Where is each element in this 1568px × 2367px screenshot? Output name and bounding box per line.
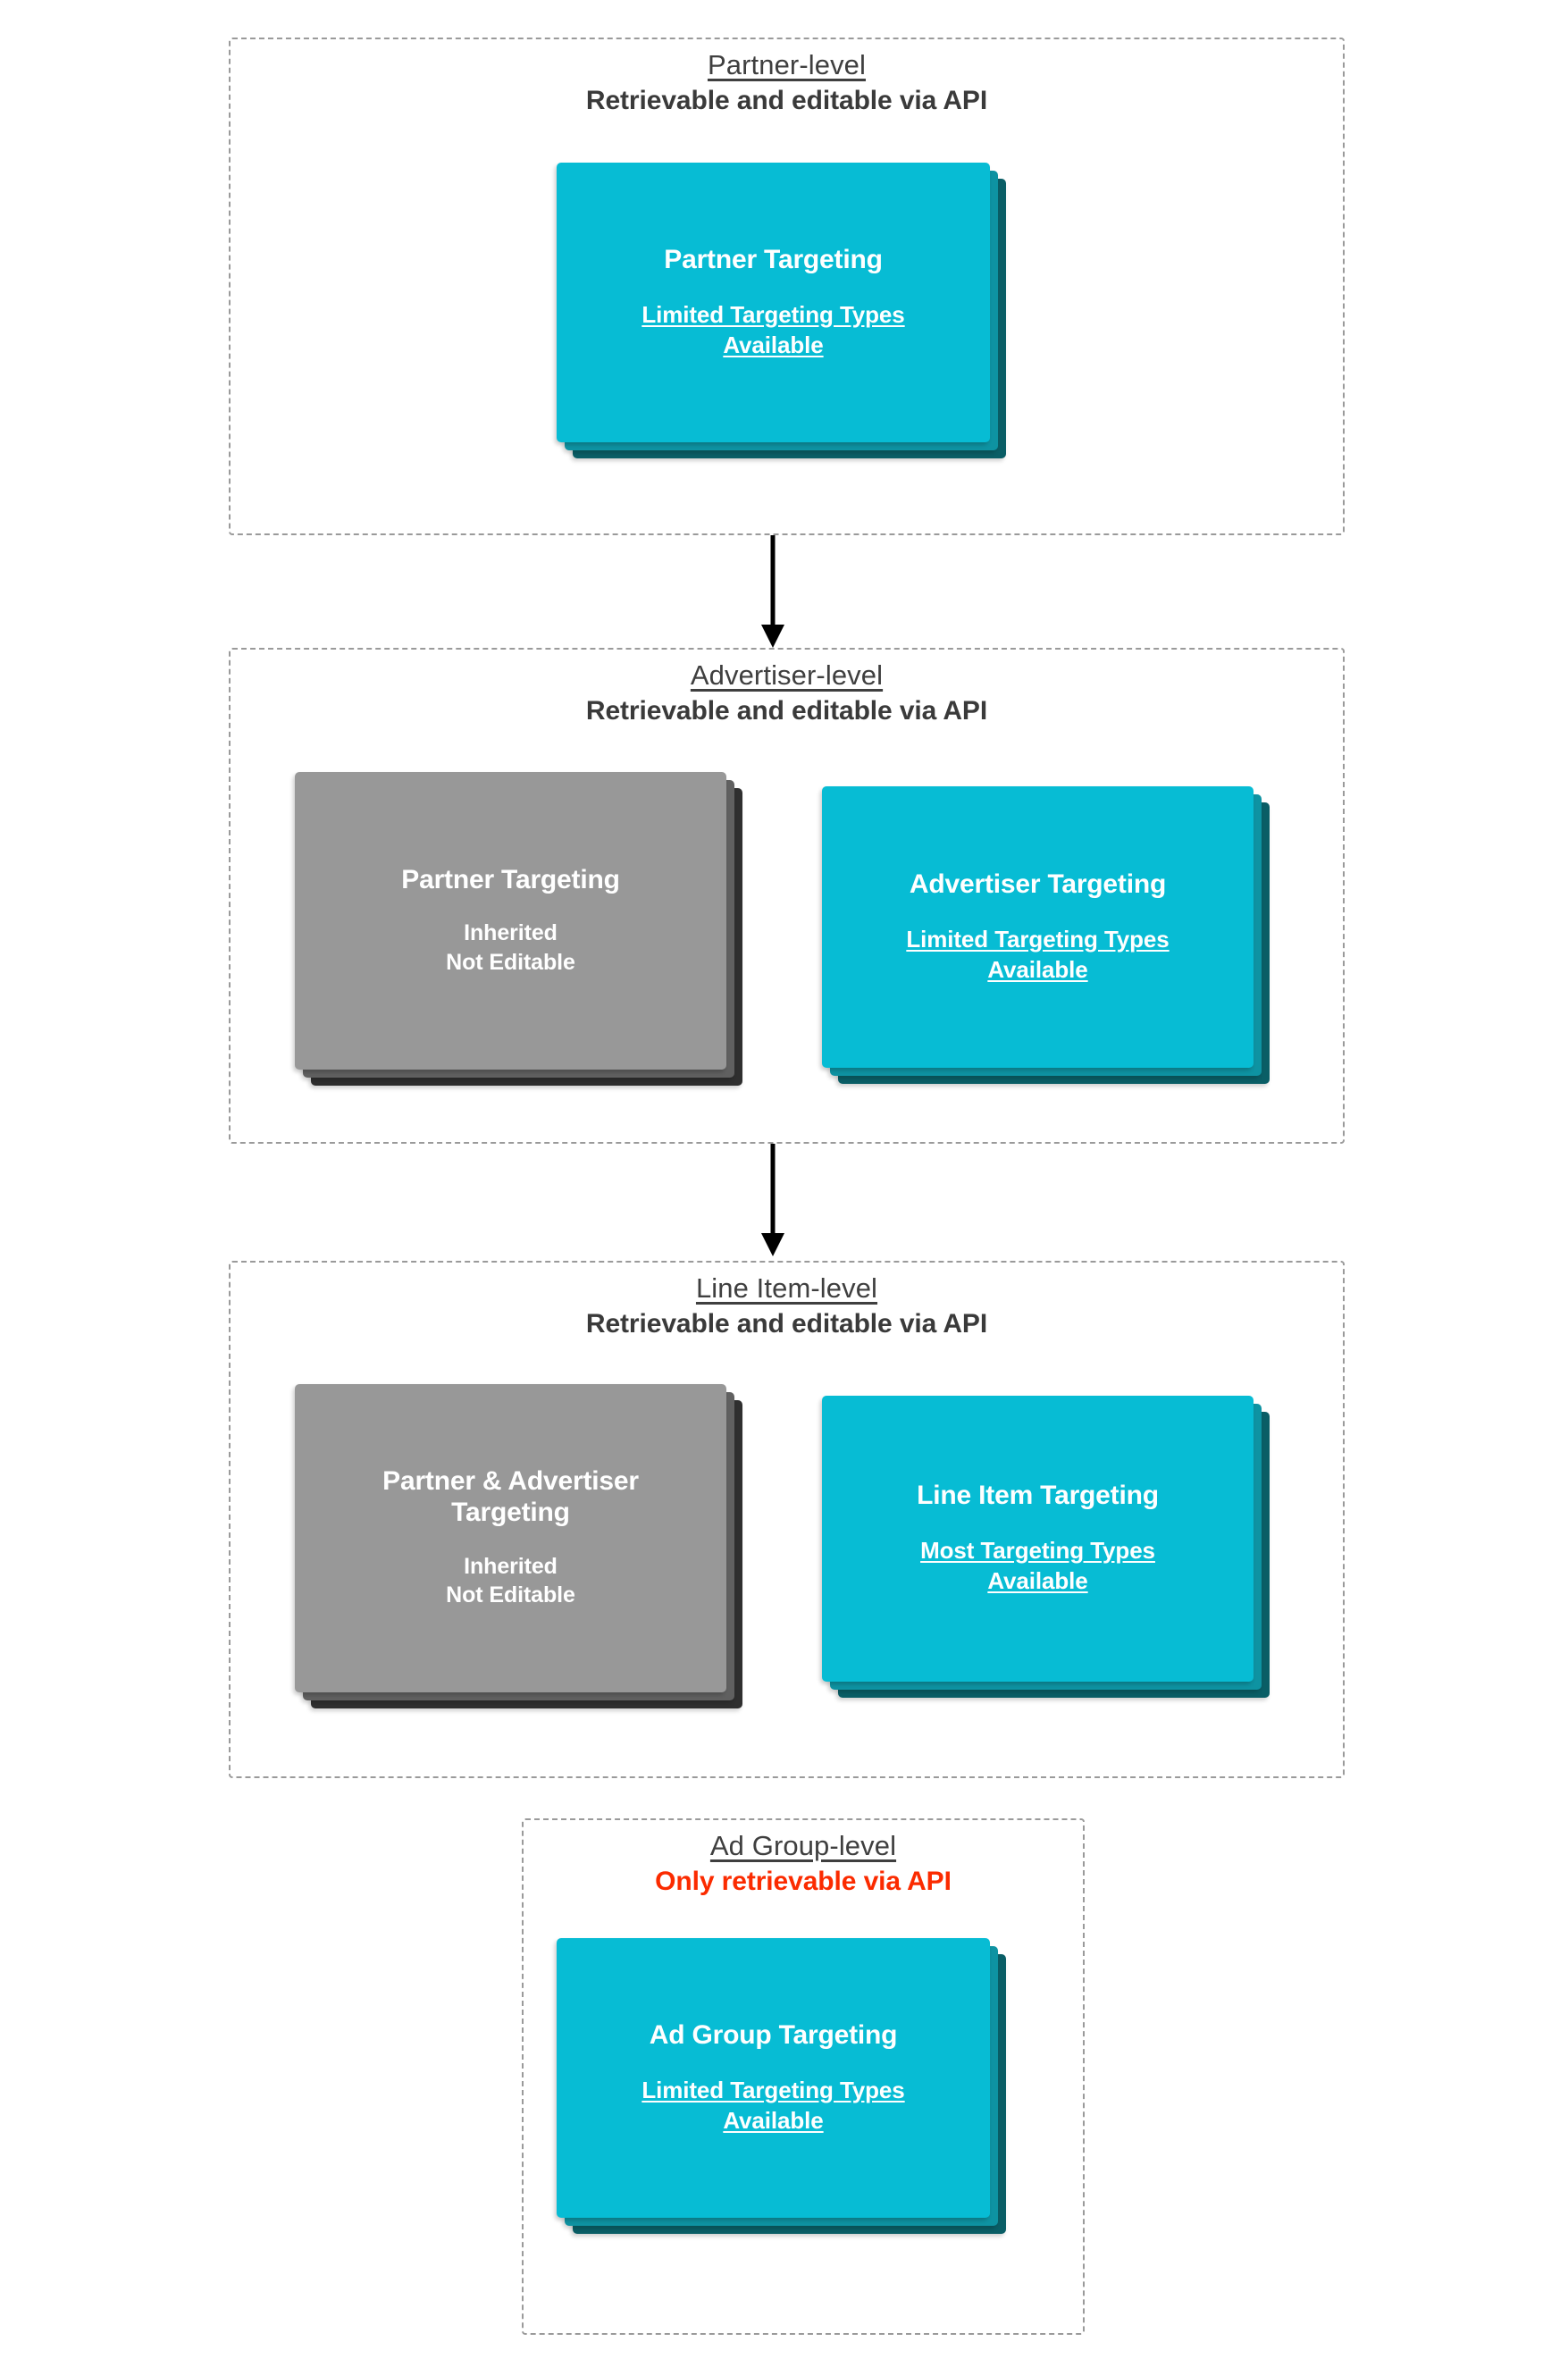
card-subtitle-line2: Available bbox=[987, 955, 1088, 983]
level-api-note-line-item: Retrievable and editable via API bbox=[585, 1308, 988, 1339]
level-api-note-ad-group: Only retrievable via API bbox=[655, 1866, 952, 1896]
card-stack-line-item-targeting[interactable]: Line Item Targeting Most Targeting Types… bbox=[822, 1396, 1270, 1698]
card-subtitle-line1: Limited Targeting Types bbox=[641, 2076, 905, 2103]
card-face-ad-group-targeting[interactable]: Ad Group Targeting Limited Targeting Typ… bbox=[557, 1938, 990, 2218]
card-subtitle-line1: Limited Targeting Types bbox=[906, 925, 1170, 953]
card-title: Partner Targeting bbox=[664, 244, 883, 274]
card-subtitle: Limited Targeting Types Available bbox=[890, 924, 1185, 986]
card-subtitle: Inherited Not Editable bbox=[430, 1552, 591, 1610]
level-title-line-item: Line Item-level bbox=[695, 1272, 878, 1304]
level-box-partner bbox=[229, 38, 1345, 535]
level-header-partner: Partner-level Retrievable and editable v… bbox=[229, 49, 1345, 117]
card-title: Line Item Targeting bbox=[917, 1481, 1159, 1511]
level-api-note-advertiser: Retrievable and editable via API bbox=[585, 695, 988, 726]
level-title-partner: Partner-level bbox=[707, 49, 867, 80]
card-face-partner-advertiser-targeting-inherited[interactable]: Partner & Advertiser Targeting Inherited… bbox=[295, 1384, 726, 1692]
card-stack-ad-group-targeting[interactable]: Ad Group Targeting Limited Targeting Typ… bbox=[557, 1938, 1006, 2234]
card-title: Partner & Advertiser Targeting bbox=[366, 1466, 655, 1529]
card-subtitle: Most Targeting Types Available bbox=[904, 1535, 1171, 1597]
card-face-partner-targeting-inherited[interactable]: Partner Targeting Inherited Not Editable bbox=[295, 772, 726, 1070]
card-subtitle: Limited Targeting Types Available bbox=[625, 299, 920, 361]
card-subtitle-line1: Inherited bbox=[464, 920, 558, 946]
card-subtitle-line1: Most Targeting Types bbox=[920, 1537, 1155, 1565]
card-subtitle-line2: Available bbox=[723, 2106, 824, 2134]
card-subtitle-line1: Limited Targeting Types bbox=[641, 300, 905, 328]
card-stack-partner-targeting[interactable]: Partner Targeting Limited Targeting Type… bbox=[557, 163, 1006, 458]
card-subtitle: Limited Targeting Types Available bbox=[625, 2075, 920, 2136]
card-stack-line-item-inherited-targeting[interactable]: Partner & Advertiser Targeting Inherited… bbox=[295, 1384, 742, 1708]
level-header-line-item: Line Item-level Retrievable and editable… bbox=[229, 1272, 1345, 1340]
card-subtitle-line1: Inherited bbox=[464, 1553, 558, 1579]
card-stack-advertiser-targeting[interactable]: Advertiser Targeting Limited Targeting T… bbox=[822, 786, 1270, 1084]
card-subtitle-line2: Available bbox=[723, 331, 824, 358]
card-stack-advertiser-partner-targeting[interactable]: Partner Targeting Inherited Not Editable bbox=[295, 772, 742, 1086]
card-title-line2: Targeting bbox=[451, 1498, 570, 1527]
card-title-line1: Partner & Advertiser bbox=[382, 1466, 639, 1497]
arrow-partner-to-advertiser bbox=[761, 535, 784, 648]
card-title: Partner Targeting bbox=[401, 864, 620, 894]
card-subtitle-line2: Available bbox=[987, 1567, 1088, 1595]
card-subtitle-line2: Not Editable bbox=[446, 1582, 575, 1608]
level-box-ad-group bbox=[522, 1818, 1085, 2335]
level-title-advertiser: Advertiser-level bbox=[690, 659, 884, 691]
card-subtitle-line2: Not Editable bbox=[446, 949, 575, 975]
level-header-advertiser: Advertiser-level Retrievable and editabl… bbox=[229, 659, 1345, 727]
card-face-advertiser-targeting[interactable]: Advertiser Targeting Limited Targeting T… bbox=[822, 786, 1254, 1068]
card-title: Ad Group Targeting bbox=[649, 2019, 898, 2050]
level-box-line-item bbox=[229, 1261, 1345, 1778]
card-face-partner-targeting[interactable]: Partner Targeting Limited Targeting Type… bbox=[557, 163, 990, 442]
card-title: Advertiser Targeting bbox=[909, 869, 1167, 899]
level-box-advertiser bbox=[229, 648, 1345, 1144]
arrow-advertiser-to-line-item bbox=[761, 1144, 784, 1256]
level-header-ad-group: Ad Group-level Only retrievable via API bbox=[522, 1830, 1085, 1898]
card-face-line-item-targeting[interactable]: Line Item Targeting Most Targeting Types… bbox=[822, 1396, 1254, 1682]
card-subtitle: Inherited Not Editable bbox=[430, 919, 591, 977]
level-title-ad-group: Ad Group-level bbox=[709, 1830, 897, 1861]
level-api-note-partner: Retrievable and editable via API bbox=[585, 85, 988, 115]
